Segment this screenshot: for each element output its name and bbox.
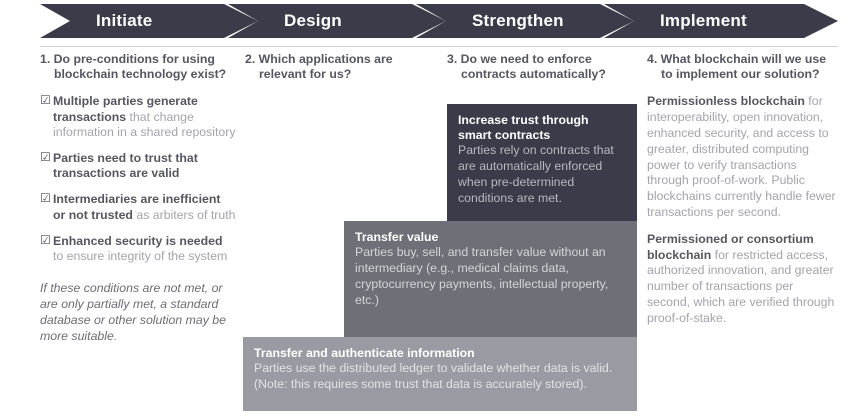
question-heading-4: 4. What blockchain will we use to implem…	[647, 52, 827, 82]
question-heading-1: 1. Do pre-conditions for using blockchai…	[40, 52, 227, 82]
stage-chevron-implement[interactable]: Implement	[604, 4, 838, 38]
permissioned-blockchain-paragraph: Permissioned or consortium blockchain fo…	[647, 232, 839, 327]
stage-label: Design	[284, 11, 342, 30]
paragraph-rest: for restricted access, authorized innova…	[647, 247, 835, 325]
checklist-item: ☑Parties need to trust that transactions…	[40, 151, 236, 181]
paragraph-rest: for interoperability, open innovation, e…	[647, 94, 836, 219]
question-heading-2: 2. Which applications are relevant for u…	[245, 52, 393, 82]
checklist-item: ☑Enhanced security is needed to ensure i…	[40, 234, 236, 264]
info-box-title: Transfer and authenticate information	[254, 346, 475, 360]
column-implement: 4. What blockchain will we use to implem…	[647, 52, 839, 338]
info-box-body: Parties rely on contracts that are autom…	[458, 143, 614, 205]
conditions-note: If these conditions are not met, or are …	[40, 281, 226, 344]
column-initiate: 1. Do pre-conditions for using blockchai…	[40, 52, 236, 344]
stage-label: Implement	[660, 11, 747, 30]
info-box-title: Increase trust through smart contracts	[458, 113, 589, 143]
process-stage-header: Initiate Design Strengthen Implement	[0, 0, 850, 42]
paragraph-strong: Permissionless blockchain	[647, 94, 805, 109]
info-box-smart-contracts: Increase trust through smart contracts P…	[447, 104, 637, 223]
question-heading-3: 3. Do we need to enforce contracts autom…	[447, 52, 606, 82]
info-box-body: Parties buy, sell, and transfer value wi…	[355, 245, 609, 307]
permissionless-blockchain-paragraph: Permissionless blockchain for interopera…	[647, 94, 839, 220]
stage-chevron-strengthen[interactable]: Strengthen	[416, 4, 634, 38]
stage-label: Strengthen	[472, 11, 564, 30]
checklist-item-strong: Enhanced security is needed	[53, 233, 223, 248]
stage-chevron-initiate[interactable]: Initiate	[40, 4, 258, 38]
checklist-item-strong: Multiple parties generate transactions	[53, 94, 198, 124]
stage-label: Initiate	[96, 11, 153, 30]
info-box-body: Parties use the distributed ledger to va…	[254, 361, 613, 391]
checklist-item-strong: Parties need to trust that transactions …	[53, 151, 198, 181]
checkbox-checked-icon: ☑	[40, 93, 51, 108]
checklist-item-rest: to ensure integrity of the system	[53, 249, 228, 264]
checkbox-checked-icon: ☑	[40, 150, 51, 165]
checklist-item: ☑Multiple parties generate transactions …	[40, 94, 236, 140]
column-design: 2. Which applications are relevant for u…	[245, 52, 441, 94]
info-box-transfer-authenticate: Transfer and authenticate information Pa…	[243, 337, 637, 411]
header-divider-rule	[40, 46, 838, 47]
checklist-item-rest: as arbiters of truth	[132, 207, 236, 222]
column-strengthen: 3. Do we need to enforce contracts autom…	[447, 52, 637, 94]
paragraph-strong: Permissioned or consortium blockchain	[647, 231, 814, 262]
checklist-item-strong: Intermediaries are inefficient or not tr…	[53, 192, 221, 222]
checklist-item-rest: that change information in a shared repo…	[53, 109, 236, 139]
stage-chevron-design[interactable]: Design	[228, 4, 446, 38]
checkbox-checked-icon: ☑	[40, 232, 51, 247]
info-box-transfer-value: Transfer value Parties buy, sell, and tr…	[344, 221, 637, 337]
checkbox-checked-icon: ☑	[40, 191, 51, 206]
checklist-item: ☑Intermediaries are inefficient or not t…	[40, 192, 236, 222]
info-box-title: Transfer value	[355, 230, 439, 244]
